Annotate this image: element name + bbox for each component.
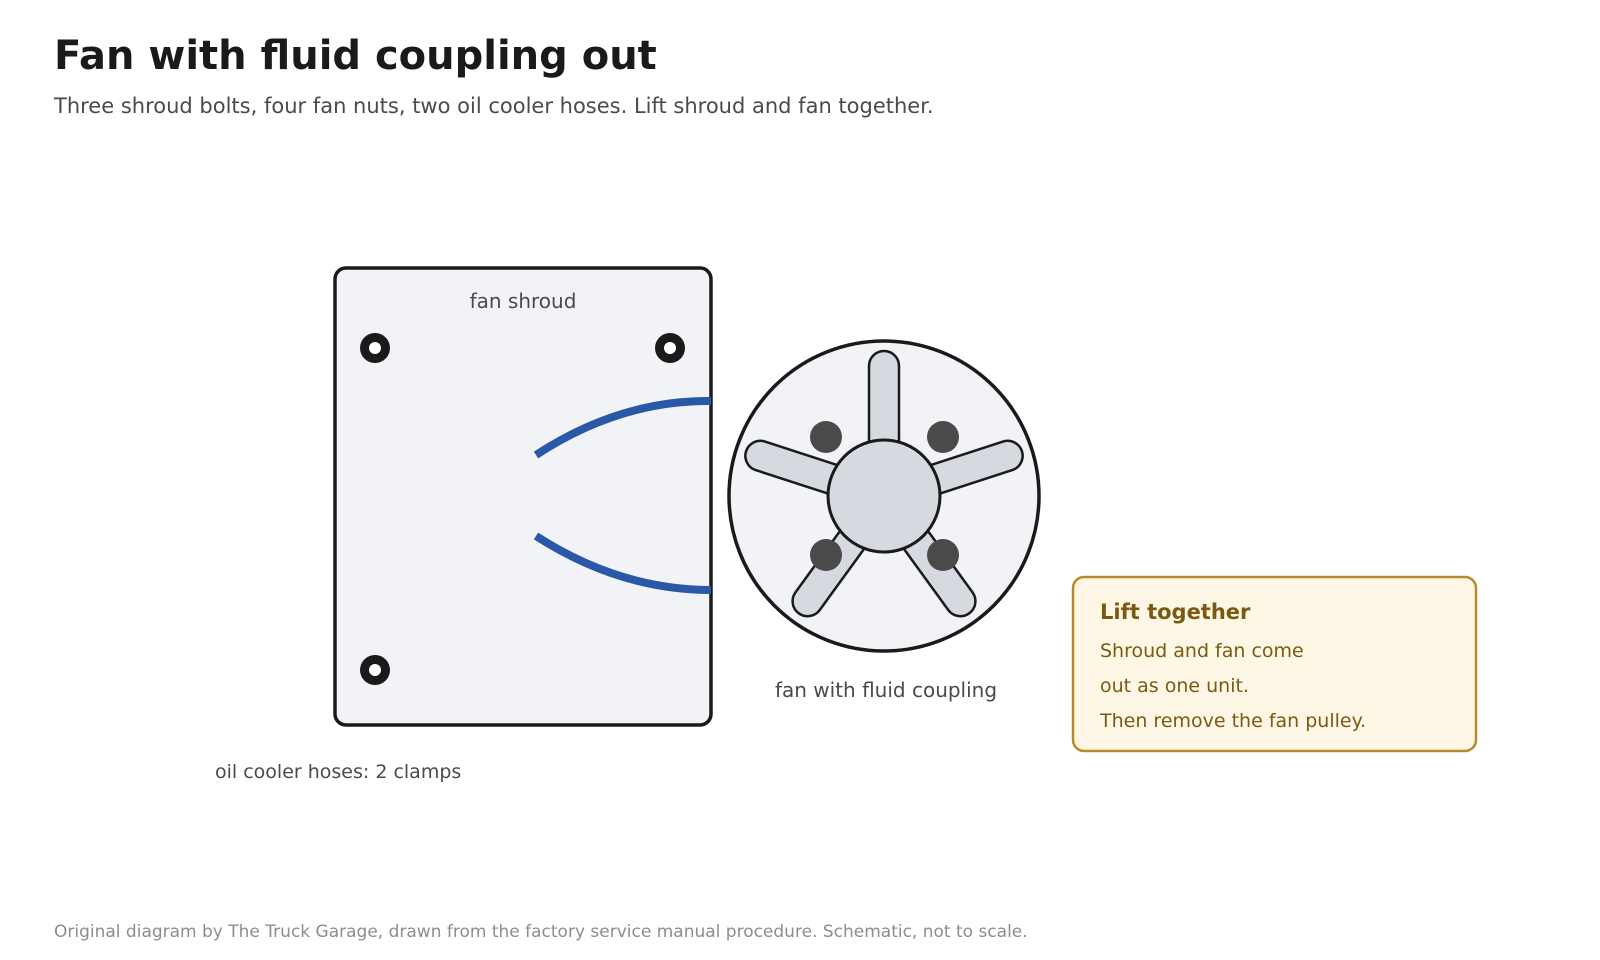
page-title: Fan with fluid coupling out (54, 33, 657, 79)
callout-box (1071, 575, 1478, 753)
callout-line: Shroud and fan come (1100, 640, 1304, 662)
oil-cooler-hose-upper (533, 396, 712, 459)
shroud-outline (333, 266, 713, 727)
fan-shroud: fan shroud (333, 266, 713, 727)
fan-nut (927, 421, 959, 453)
footer-credit: Original diagram by The Truck Garage, dr… (54, 922, 1028, 942)
fluid-coupling-hub (826, 438, 942, 554)
fan-nut (810, 421, 842, 453)
fan-nut (927, 539, 959, 571)
callout-title: Lift together (1100, 600, 1251, 624)
shroud-bolt (655, 333, 685, 363)
oil-cooler-hose-lower (533, 532, 712, 594)
fan-label: fan with fluid coupling (775, 678, 997, 702)
page-subtitle: Three shroud bolts, four fan nuts, two o… (54, 94, 934, 118)
callout-line: out as one unit. (1100, 675, 1249, 697)
fan-nut (810, 539, 842, 571)
hoses-label: oil cooler hoses: 2 clamps (215, 761, 461, 783)
shroud-label: fan shroud (470, 289, 577, 313)
shroud-bolt (360, 333, 390, 363)
shroud-bolt (360, 655, 390, 685)
oil-cooler-hoses: oil cooler hoses: 2 clamps (215, 396, 712, 783)
fan-assembly: fan with fluid coupling (727, 339, 1041, 702)
lift-together-callout: Lift together Shroud and fan come out as… (1071, 575, 1478, 753)
callout-line: Then remove the fan pulley. (1099, 710, 1366, 732)
